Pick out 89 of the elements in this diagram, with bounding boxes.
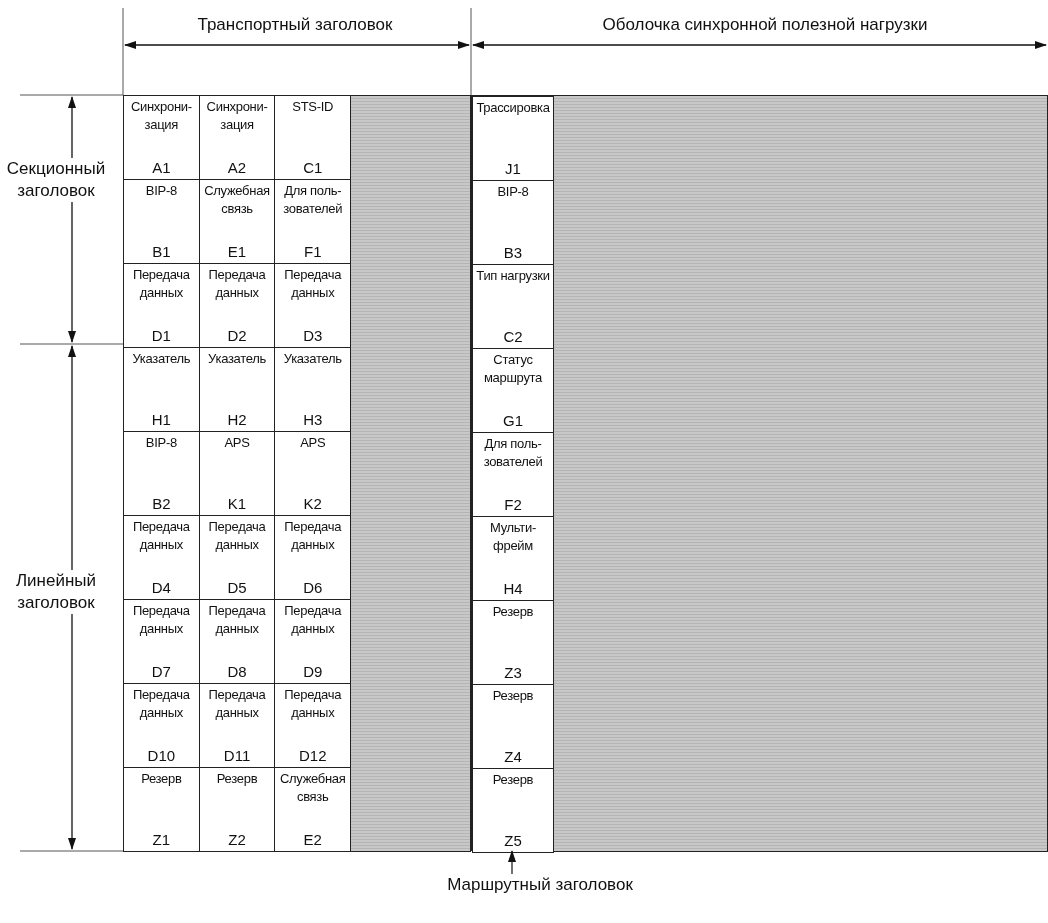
cell-code: D1	[150, 327, 172, 345]
table-cell	[472, 180, 554, 265]
cell-code: D4	[150, 579, 172, 597]
cell-code: D11	[222, 747, 252, 765]
cell-code: H2	[226, 411, 248, 429]
cell-code: C2	[502, 328, 524, 346]
cell-name: Передача данных	[207, 266, 267, 302]
cell-name: Передача данных	[207, 602, 267, 638]
cell-name: Указатель	[282, 350, 343, 368]
table-cell	[472, 600, 554, 685]
cell-name: Резерв	[140, 770, 183, 788]
cell-code: D3	[302, 327, 324, 345]
cell-name: Для поль-зователей	[282, 182, 344, 218]
cell-name: Резерв	[491, 603, 535, 621]
cell-name: Передача данных	[283, 518, 343, 554]
cell-code: D10	[146, 747, 177, 765]
cell-code: K2	[302, 495, 323, 513]
cell-name: Передача данных	[283, 266, 343, 302]
cell-code: B2	[151, 495, 172, 513]
cell-name: Передача данных	[131, 266, 191, 302]
cell-name: Служебная связь	[203, 182, 271, 218]
table-cell	[472, 432, 554, 517]
cell-code: Z3	[503, 664, 523, 682]
cell-name: Статус маршрута	[482, 351, 544, 387]
table-cell	[472, 516, 554, 601]
cell-code: E1	[226, 243, 248, 261]
cell-code: J1	[504, 160, 522, 178]
cell-name: BIP-8	[144, 182, 178, 200]
cell-code: H4	[502, 580, 524, 598]
cell-code: G1	[502, 412, 524, 430]
cell-name: APS	[299, 434, 327, 452]
cell-name: Резерв	[491, 687, 535, 705]
cell-code: Z4	[503, 748, 523, 766]
table-cell	[123, 95, 200, 180]
path-overhead-column	[471, 95, 553, 851]
shaded-area	[350, 95, 471, 852]
cell-code: D12	[297, 747, 328, 765]
cell-name: Передача данных	[131, 602, 191, 638]
cell-code: D5	[226, 579, 248, 597]
cell-code: D7	[150, 663, 172, 681]
cell-name: Передача данных	[283, 602, 343, 638]
cell-name: Трассировка	[475, 99, 551, 117]
table-cell	[472, 768, 554, 853]
callout-label: Маршрутный заголовок	[440, 874, 640, 900]
cell-name: Передача данных	[131, 518, 191, 554]
cell-code: D6	[302, 579, 324, 597]
cell-name: BIP-8	[144, 434, 178, 452]
cell-code: A2	[226, 159, 248, 177]
cell-name: Резерв	[491, 771, 535, 789]
cell-code: H1	[150, 411, 172, 429]
cell-name: Служебная связь	[278, 770, 347, 806]
cell-name: Синхрони-зация	[129, 98, 193, 134]
cell-code: K1	[226, 495, 248, 513]
cell-name: Указатель	[207, 350, 267, 368]
table-cell	[472, 264, 554, 349]
cell-code: E2	[302, 831, 323, 849]
cell-code: B3	[502, 244, 524, 262]
cell-code: D2	[226, 327, 248, 345]
cell-code: A1	[151, 159, 172, 177]
cell-code: D9	[302, 663, 324, 681]
cell-code: Z2	[227, 831, 247, 849]
cell-name: Передача данных	[283, 686, 343, 722]
cell-name: Тип нагрузки	[475, 267, 551, 285]
cell-name: Мульти-фрейм	[489, 519, 537, 555]
cell-name: STS-ID	[291, 98, 335, 116]
cell-code: H3	[302, 411, 324, 429]
table-cell	[472, 684, 554, 769]
cell-name: Передача данных	[207, 518, 267, 554]
table-cell	[123, 767, 200, 852]
cell-name: Передача данных	[131, 686, 191, 722]
leader-arrow	[508, 850, 516, 875]
cell-name: BIP-8	[496, 183, 530, 201]
cell-code: F2	[503, 496, 523, 514]
dimension-label: Оболочка синхронной полезной нагрузки	[600, 14, 930, 36]
shaded-area	[553, 95, 1048, 852]
cell-code: Z5	[503, 832, 523, 850]
cell-code: C1	[302, 159, 324, 177]
cell-name: Указатель	[131, 350, 192, 368]
table-cell	[472, 96, 554, 181]
cell-code: D8	[226, 663, 248, 681]
cell-code: Z1	[151, 831, 172, 849]
cell-name: Передача данных	[207, 686, 267, 722]
cell-code: B1	[151, 243, 172, 261]
cell-name: Синхрони-зация	[205, 98, 269, 134]
cell-name: Для поль-зователей	[482, 435, 544, 471]
table-cell	[472, 348, 554, 433]
cell-name: Резерв	[215, 770, 259, 788]
cell-name: APS	[223, 434, 251, 452]
cell-code: F1	[302, 243, 323, 261]
